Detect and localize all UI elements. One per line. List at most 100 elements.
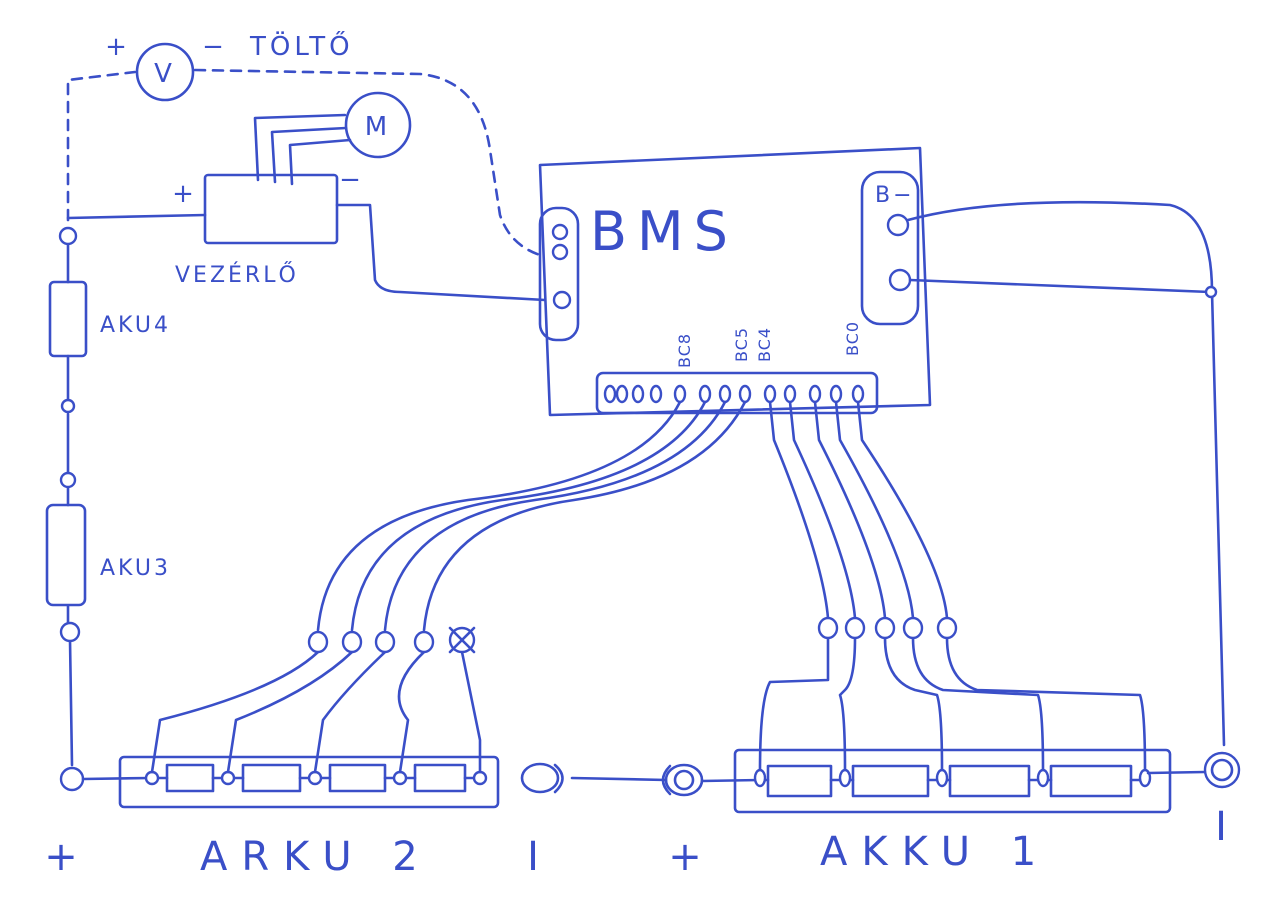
bms-pin xyxy=(738,384,752,404)
cell-node xyxy=(472,770,488,786)
akku2-minus: I xyxy=(527,834,553,880)
akku1-minus: I xyxy=(1215,804,1241,850)
terminal-icon xyxy=(551,243,569,261)
terminal-icon xyxy=(551,223,569,241)
bms-pin xyxy=(851,384,865,404)
bms-pin xyxy=(698,384,712,404)
balance-drop xyxy=(150,650,320,774)
pin-label-bc5: BC5 xyxy=(732,327,751,362)
akku1-lead xyxy=(1146,770,1207,775)
cross-mark xyxy=(448,626,476,654)
p-minus-wire xyxy=(908,278,1212,294)
connector-right xyxy=(664,763,704,797)
resistor-icon xyxy=(413,763,467,793)
terminal-icon xyxy=(59,621,81,643)
junction-dot xyxy=(1204,285,1218,299)
bms-pin xyxy=(718,384,732,404)
charger-circuit: V + − TÖLTŐ xyxy=(66,30,542,257)
bms-pin xyxy=(829,384,843,404)
charger-dashed-wire xyxy=(66,68,542,257)
connector-right-inner xyxy=(673,769,695,791)
akku2-plus-terminal xyxy=(59,766,85,792)
bms-right-port xyxy=(860,170,920,326)
pin-label-bc8: BC8 xyxy=(675,333,694,368)
balance-wire xyxy=(788,400,857,620)
balance-drop xyxy=(945,636,1147,772)
resistor-icon xyxy=(766,764,833,798)
terminal-icon xyxy=(60,398,76,414)
connector-wire xyxy=(570,776,668,782)
balance-connector xyxy=(307,630,329,654)
akku1-label: AKKU 1 xyxy=(820,829,1050,875)
akku2-pack: + ARKU 2 I xyxy=(44,755,553,880)
balance-connector xyxy=(341,630,363,654)
resistor-icon xyxy=(328,763,387,793)
bms-pin xyxy=(783,384,797,404)
akku1-minus-inner xyxy=(1210,758,1234,782)
balance-wire xyxy=(813,400,887,620)
terminal-icon xyxy=(552,290,572,310)
resistor-icon xyxy=(851,764,930,798)
connector-lead xyxy=(700,778,762,783)
bms-pin xyxy=(631,384,645,404)
balance-connector xyxy=(817,616,839,640)
bms-label: BMS xyxy=(590,200,738,263)
balance-wire xyxy=(768,400,830,620)
akku1-minus-terminal xyxy=(1203,751,1241,789)
akku1-plus: + xyxy=(668,834,716,880)
cell-node xyxy=(307,770,323,786)
motor-icon xyxy=(344,91,412,159)
balance-drop xyxy=(883,636,944,772)
controller-group: + − VEZÉRLŐ xyxy=(66,165,547,302)
akku1-cells xyxy=(753,764,1152,798)
voltmeter-minus: − xyxy=(202,32,228,62)
akku2-cells xyxy=(144,763,488,793)
balance-drop xyxy=(226,650,354,774)
bms-pin xyxy=(649,384,663,404)
cell-node xyxy=(753,768,767,788)
balance-wire xyxy=(383,400,727,632)
akku3-label: AKU3 xyxy=(100,556,171,581)
terminal-icon xyxy=(886,213,910,237)
balance-connector xyxy=(874,616,896,640)
akku1-box xyxy=(733,748,1172,814)
controller-label: VEZÉRLŐ xyxy=(175,262,299,288)
terminal-icon xyxy=(888,268,912,292)
bms-pins xyxy=(603,384,865,404)
cell-node xyxy=(144,770,160,786)
b-minus-wire xyxy=(906,200,1226,747)
balance-wire xyxy=(350,400,707,632)
balance-wire xyxy=(422,400,747,632)
motor-group: M xyxy=(253,91,412,186)
akku1-pack: + AKKU 1 I xyxy=(668,748,1241,880)
terminal-icon xyxy=(58,226,78,246)
akku2-lead xyxy=(81,776,152,781)
balance-drop xyxy=(397,650,426,774)
pin-label-bc4: BC4 xyxy=(755,327,774,362)
voltmeter-label: V xyxy=(154,59,176,89)
balance-connector xyxy=(413,630,435,654)
motor-wires xyxy=(253,113,352,186)
cell-node xyxy=(838,768,852,788)
akku3-cell xyxy=(45,503,87,607)
akku2-label: ARKU 2 xyxy=(200,834,432,880)
balance-connectors xyxy=(307,616,958,654)
balance-connector xyxy=(902,616,924,640)
balance-connector xyxy=(844,616,866,640)
resistor-icon xyxy=(1049,764,1133,798)
charger-label: TÖLTŐ xyxy=(249,30,354,62)
bms-pin xyxy=(673,384,687,404)
cell-node xyxy=(1036,768,1050,788)
controller-minus: − xyxy=(339,165,365,195)
resistor-icon xyxy=(241,763,302,793)
balance-drop xyxy=(911,636,1045,772)
cell-node xyxy=(392,770,408,786)
balance-wire xyxy=(856,400,949,620)
connector-right-cap xyxy=(661,764,672,796)
controller-plus-wire xyxy=(66,213,207,220)
controller-minus-wire xyxy=(335,203,547,302)
balance-drop xyxy=(838,636,857,772)
left-vertical-wire xyxy=(66,230,74,767)
balance-drop xyxy=(313,650,387,774)
bms-outline xyxy=(538,146,932,417)
